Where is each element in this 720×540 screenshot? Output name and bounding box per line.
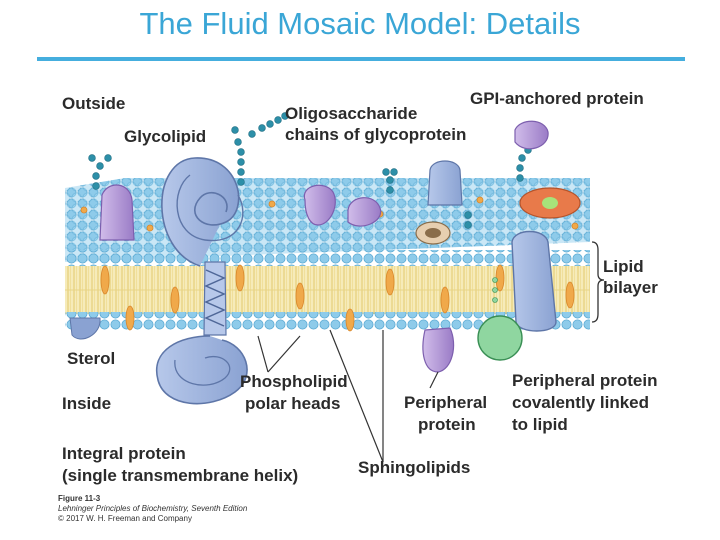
label-oligosaccharide-line1: Oligosaccharide (285, 104, 418, 123)
label-outside: Outside (62, 94, 126, 113)
label-gpi-anchored-protein: GPI-anchored protein (470, 89, 644, 108)
label-oligosaccharide-line2: chains of glycoprotein (285, 125, 467, 144)
label-peripheral-protein-covalent-2: covalently linked (512, 393, 649, 412)
label-inside: Inside (62, 394, 112, 413)
integral-protein-right (511, 230, 557, 332)
leader-lines (257, 329, 439, 463)
label-glycolipid: Glycolipid (124, 127, 207, 146)
sterol-molecules (80, 196, 579, 332)
label-bilayer: bilayer (603, 278, 658, 297)
label-phospholipid: Phospholipid (240, 372, 348, 391)
label-sterol: Sterol (67, 349, 116, 368)
label-polar-heads: polar heads (245, 394, 341, 413)
peripheral-protein-inside (422, 327, 455, 373)
glycolipid-chain (88, 154, 112, 190)
label-single-transmembrane-helix: (single transmembrane helix) (62, 466, 299, 485)
label-peripheral-protein-covalent-3: to lipid (512, 415, 568, 434)
gpi-anchor (492, 277, 498, 303)
integral-protein-left (99, 184, 135, 241)
label-integral-protein: Integral protein (62, 444, 186, 463)
label-lipid: Lipid (603, 257, 644, 276)
oligosaccharide-chains (231, 112, 532, 229)
integral-protein (155, 157, 248, 405)
label-peripheral: Peripheral (404, 393, 488, 412)
label-sphingolipids: Sphingolipids (358, 458, 471, 477)
figure-credit: Figure 11-3 Lehninger Principles of Bioc… (58, 494, 247, 524)
figure-copyright: © 2017 W. H. Freeman and Company (58, 514, 192, 523)
label-protein: protein (418, 415, 476, 434)
label-peripheral-protein-covalent-1: Peripheral protein (512, 371, 658, 390)
slide-title: The Fluid Mosaic Model: Details (139, 6, 581, 41)
bilayer-bracket (591, 241, 605, 323)
title-rule (37, 57, 685, 61)
integral-protein-left-lower (69, 317, 101, 340)
figure-source: Lehninger Principles of Biochemistry, Se… (58, 504, 248, 513)
surface-proteins (303, 120, 581, 245)
figure-number: Figure 11-3 (58, 494, 101, 503)
peripheral-protein-lipid-linked (477, 315, 523, 361)
